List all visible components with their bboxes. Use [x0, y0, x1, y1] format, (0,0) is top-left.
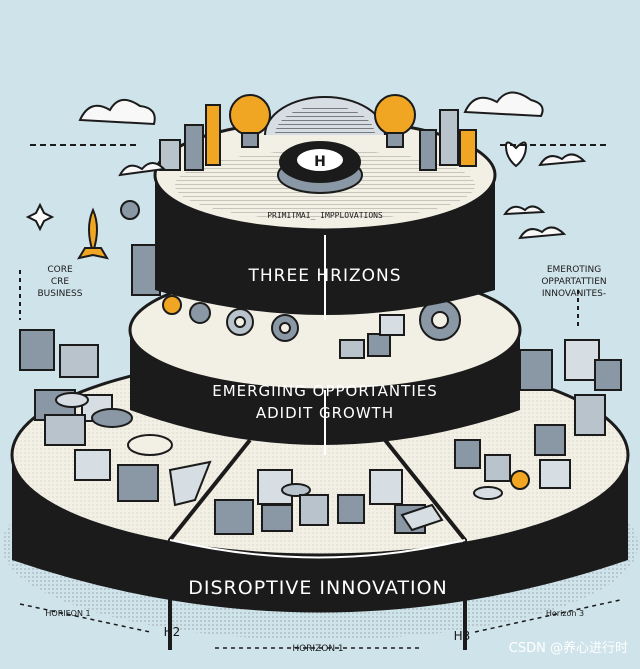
tier-2-label-line1: EMERGIING OPPORTANTIES: [212, 382, 438, 400]
tier-3-label: DISROPTIVE INNOVATION: [188, 577, 448, 599]
lightbulb-icon: [375, 95, 415, 135]
horizon-1-left-label: HORIEON 1: [45, 609, 90, 618]
disc: [92, 409, 132, 427]
cloud-icon: [505, 206, 543, 214]
lightbulb-icon: [230, 95, 270, 135]
rocket-icon: [89, 210, 97, 252]
block: [540, 460, 570, 488]
stone-pile: [128, 435, 172, 455]
block: [338, 495, 364, 523]
left-note-line2: CRE: [51, 277, 70, 287]
block: [535, 425, 565, 455]
gear-icon: [190, 303, 210, 323]
tier-2-label-line2: ADIDIT GROWTH: [256, 404, 394, 422]
block: [45, 415, 85, 445]
block: [595, 360, 621, 390]
building: [160, 140, 180, 170]
cloud-icon: [540, 154, 584, 165]
block: [118, 465, 158, 501]
building: [460, 130, 476, 166]
building: [185, 125, 203, 170]
top-caption: PRIMITMAI_ IMPPLOVATIONS: [267, 211, 383, 220]
h2-label: H2: [164, 625, 181, 639]
cloud-icon: [80, 100, 155, 124]
left-note-line3: BUSINESS: [38, 289, 83, 299]
horizon-1-center-label: HORIZON 1: [292, 644, 343, 654]
block: [215, 500, 253, 534]
orange-ring: [511, 471, 529, 489]
h3-label: H3: [454, 629, 471, 643]
right-note-line3: INNOVANITES-: [542, 289, 606, 299]
block: [368, 334, 390, 356]
top-badge: H: [314, 154, 326, 170]
block: [575, 395, 605, 435]
block: [300, 495, 328, 525]
disc: [56, 393, 88, 407]
building: [206, 105, 220, 165]
block: [20, 330, 54, 370]
left-note: CORE CRE BUSINESS: [38, 265, 83, 299]
block: [340, 340, 364, 358]
tier-1-label: THREE HRIZONS: [247, 266, 401, 286]
gear-icon: [121, 201, 139, 219]
block: [485, 455, 510, 481]
cloud-icon: [520, 227, 564, 238]
disc: [474, 487, 502, 499]
right-note: EMEROTING OPPARTATTIEN INNOVANITES-: [541, 265, 606, 299]
block: [520, 350, 552, 390]
left-note-line1: CORE: [47, 265, 73, 275]
horizon-3-right-label: Horizon 3: [546, 609, 584, 618]
block: [370, 470, 402, 504]
block: [455, 440, 480, 468]
cloud-icon: [465, 92, 543, 116]
block: [60, 345, 98, 377]
watermark: CSDN @养心进行时: [509, 640, 628, 656]
building: [440, 110, 458, 165]
gear-icon: [163, 296, 181, 314]
right-note-line2: OPPARTATTIEN: [541, 277, 606, 287]
block: [262, 505, 292, 531]
building: [420, 130, 436, 170]
block: [75, 450, 110, 480]
right-note-line1: EMEROTING: [547, 265, 601, 275]
sparkle-icon: [28, 205, 52, 229]
block: [565, 340, 599, 380]
block: [380, 315, 404, 335]
